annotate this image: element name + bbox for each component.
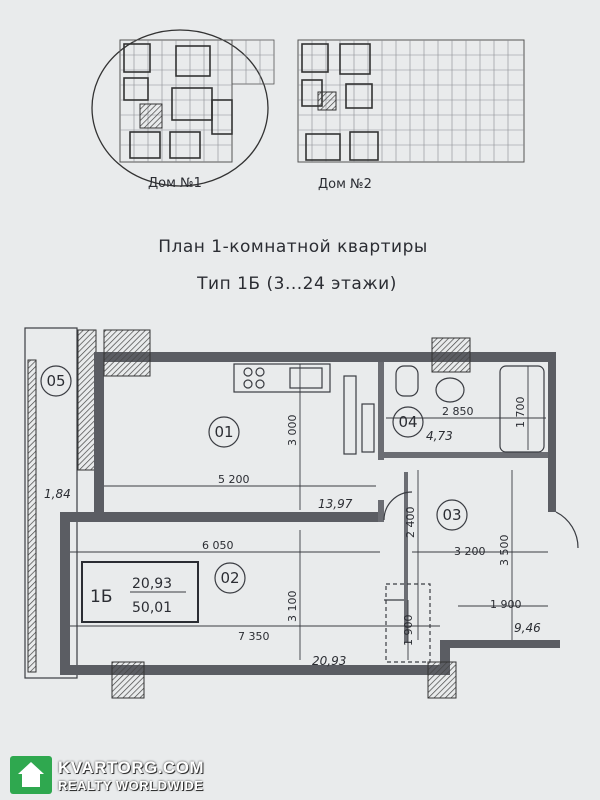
watermark-brand: KVARTORG.COM bbox=[58, 758, 205, 777]
dim-3100: 3 100 bbox=[286, 591, 299, 623]
room-04-area: 4,73 bbox=[426, 429, 453, 443]
terrain-grid bbox=[231, 39, 275, 85]
toilet bbox=[395, 365, 419, 397]
dim-2400: 2 400 bbox=[404, 507, 417, 539]
wall-top bbox=[94, 352, 554, 362]
wardrobe bbox=[385, 583, 431, 663]
room-01-marker bbox=[208, 416, 240, 448]
room-02-label: 02 bbox=[220, 569, 239, 587]
room-04-marker bbox=[392, 406, 424, 438]
column bbox=[431, 337, 471, 373]
column bbox=[111, 661, 145, 699]
room-03-area: 9,46 bbox=[514, 621, 541, 635]
dim-3000: 3 000 bbox=[286, 415, 299, 447]
column bbox=[103, 329, 151, 377]
plan-subtitle: Тип 1Б (3...24 этажи) bbox=[196, 274, 397, 294]
room-01-label: 01 bbox=[214, 423, 233, 441]
apartment-type: 1Б bbox=[90, 587, 112, 607]
dim-5200: 5 200 bbox=[218, 473, 250, 486]
room-01-area: 13,97 bbox=[318, 497, 353, 511]
plan-title: План 1-комнатной квартиры bbox=[158, 237, 428, 257]
dim-6050: 6 050 bbox=[202, 539, 234, 552]
dim-2850: 2 850 bbox=[442, 405, 474, 418]
dim-7350: 7 350 bbox=[238, 630, 270, 643]
room-02-marker bbox=[214, 562, 246, 594]
room-05-area: 1,84 bbox=[44, 487, 71, 501]
kitchen-counter bbox=[233, 363, 331, 393]
watermark-tagline: REALTY WORLDWIDE bbox=[58, 778, 204, 793]
dim-3500: 3 500 bbox=[498, 535, 511, 567]
room-02-area: 20,93 bbox=[312, 654, 346, 668]
dim-1700: 1 700 bbox=[514, 397, 527, 429]
house1-highlight-oval bbox=[91, 29, 269, 187]
dim-1900-vertical: 1 900 bbox=[402, 615, 415, 647]
site-plan: Дом №1 Дом №2 bbox=[91, 29, 525, 192]
room-03-label: 03 bbox=[442, 506, 461, 524]
room-03-marker bbox=[436, 499, 468, 531]
living-area: 20,93 bbox=[132, 576, 172, 592]
sink bbox=[435, 377, 465, 403]
dim-3200: 3 200 bbox=[454, 545, 486, 558]
room-05-marker bbox=[40, 365, 72, 397]
apartment-plan bbox=[24, 327, 579, 699]
house2-grid bbox=[297, 39, 525, 163]
dim-1900-horizontal: 1 900 bbox=[490, 598, 522, 611]
column bbox=[427, 661, 457, 699]
house2-label: Дом №2 bbox=[318, 177, 372, 192]
bathtub bbox=[499, 365, 545, 453]
house1-label: Дом №1 bbox=[148, 176, 202, 191]
total-area: 50,01 bbox=[132, 600, 172, 616]
watermark-house-logo bbox=[10, 756, 52, 794]
apartment-legend-box bbox=[81, 561, 199, 623]
room-05-label: 05 bbox=[46, 372, 65, 390]
room-04-label: 04 bbox=[398, 413, 417, 431]
